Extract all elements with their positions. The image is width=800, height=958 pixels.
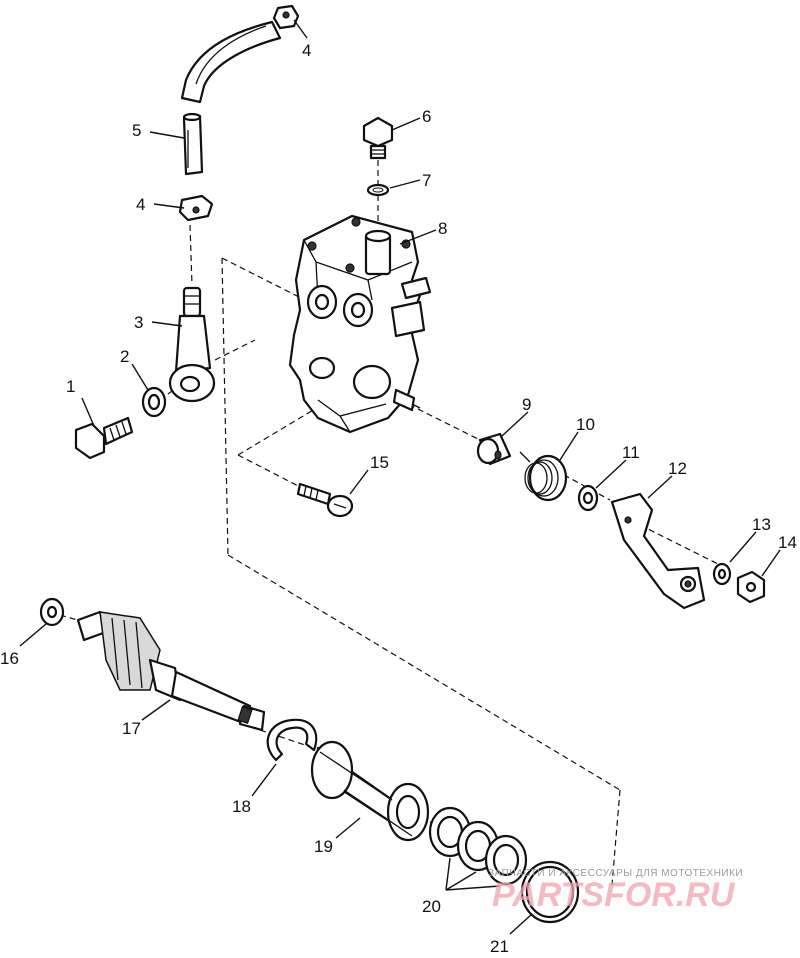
watermark-tagline: ЗАПЧАСТИ И АКСЕССУАРЫ ДЛЯ МОТОТЕХНИКИ bbox=[488, 868, 743, 879]
callout-4-top: 4 bbox=[302, 41, 311, 60]
callout-3: 3 bbox=[134, 313, 143, 332]
banjo-bolt bbox=[74, 416, 134, 460]
callout-13: 13 bbox=[752, 515, 771, 534]
site-watermark: ЗАПЧАСТИ И АКСЕССУАРЫ ДЛЯ МОТОТЕХНИКИ PA… bbox=[488, 868, 743, 914]
callout-leader-lines bbox=[19, 19, 781, 935]
return-spring bbox=[519, 451, 568, 502]
callout-14: 14 bbox=[778, 533, 797, 552]
callout-8: 8 bbox=[438, 219, 447, 238]
shim-set bbox=[428, 806, 528, 886]
callout-7: 7 bbox=[422, 171, 431, 190]
o-ring-21 bbox=[520, 860, 580, 924]
callout-17: 17 bbox=[122, 719, 141, 738]
bleed-screw bbox=[362, 116, 394, 160]
callout-5: 5 bbox=[132, 121, 141, 140]
snap-ring-18 bbox=[266, 718, 318, 762]
bushing-sleeve bbox=[310, 740, 430, 842]
callout-12: 12 bbox=[668, 459, 687, 478]
callout-1: 1 bbox=[66, 377, 75, 396]
oil-hose-bend bbox=[180, 20, 282, 104]
hose-segment bbox=[182, 112, 204, 176]
callout-6: 6 bbox=[422, 107, 431, 126]
flat-washer-11 bbox=[577, 484, 599, 512]
spacer-collar bbox=[476, 432, 512, 466]
watermark-site-logo: PARTSFOR.RU bbox=[492, 876, 736, 914]
banjo-fitting bbox=[168, 286, 216, 403]
callout-labels: 1 2 3 4 4 5 6 7 8 9 10 11 12 13 14 15 16… bbox=[0, 41, 797, 956]
mounting-bolt bbox=[296, 482, 354, 518]
callout-4-lower: 4 bbox=[136, 195, 145, 214]
thrust-washer-16 bbox=[39, 597, 65, 627]
callout-18: 18 bbox=[232, 797, 251, 816]
callout-21: 21 bbox=[490, 937, 509, 956]
oil-pump-body bbox=[288, 214, 432, 434]
sealing-washer-2 bbox=[141, 386, 167, 418]
control-lever bbox=[610, 492, 706, 610]
hose-clamp-top bbox=[272, 4, 300, 30]
callout-19: 19 bbox=[314, 837, 333, 856]
hose-clamp-lower bbox=[178, 194, 214, 222]
callout-11: 11 bbox=[622, 443, 640, 462]
drive-gear-shaft bbox=[76, 610, 266, 732]
callout-2: 2 bbox=[120, 347, 129, 366]
callout-15: 15 bbox=[370, 453, 389, 472]
lock-washer-13 bbox=[712, 562, 732, 586]
o-ring-7 bbox=[366, 183, 390, 197]
callout-20: 20 bbox=[422, 897, 441, 916]
callout-10: 10 bbox=[576, 415, 595, 434]
callout-16: 16 bbox=[0, 649, 19, 668]
lever-nut bbox=[736, 570, 766, 604]
callout-9: 9 bbox=[522, 395, 531, 414]
